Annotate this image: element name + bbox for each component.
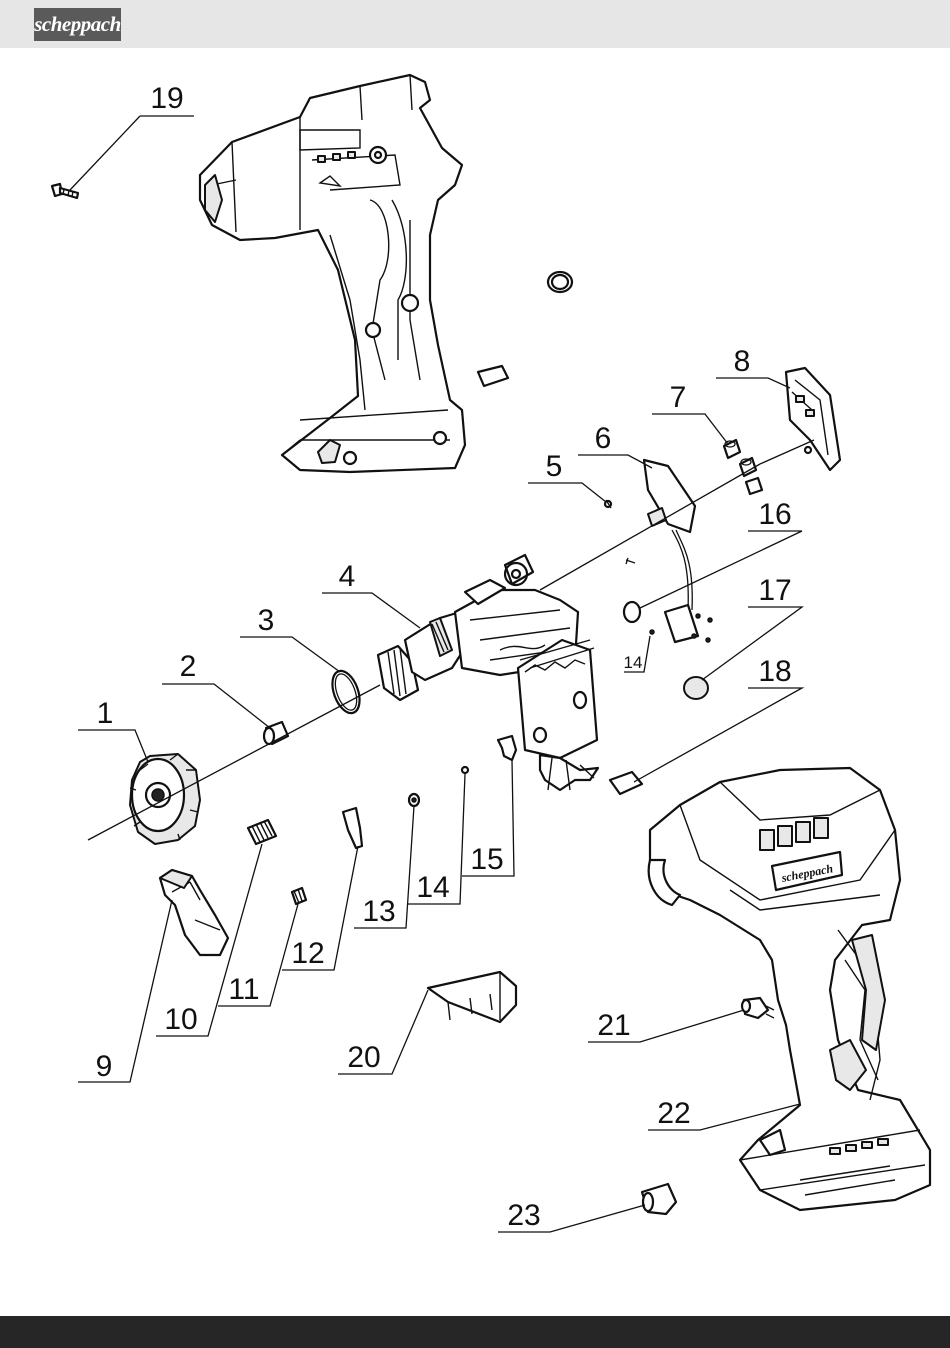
callout-12: 12 [291,937,324,970]
part-10-spring [248,820,276,844]
callout-15: 15 [470,843,503,876]
pad-round-part-inner [552,275,568,289]
callout-2: 2 [180,650,197,683]
callout-14: 14 [416,871,449,904]
part-22-housing-assembled: scheppach [649,768,930,1210]
callout-5: 5 [546,450,563,483]
callout-11: 11 [228,973,259,1006]
callout-14-small: 14 [624,653,643,672]
callout-3: 3 [258,604,275,637]
callout-16: 16 [758,498,791,531]
callout-9: 9 [96,1050,113,1083]
part-21-led [742,998,774,1018]
callout-20: 20 [347,1041,380,1074]
page-footer-bar [0,1316,950,1348]
part-14-screw [462,767,468,773]
pad-rect-part [478,366,508,386]
callout-21: 21 [597,1009,630,1042]
part-20-cover [428,972,516,1022]
part-9-trigger [160,870,228,955]
part-4-motor-assembly [378,555,598,790]
callout-7: 7 [670,381,687,414]
callout-17: 17 [758,574,791,607]
part-18-pad [610,772,642,794]
callout-23: 23 [507,1199,540,1232]
part-7-button-caps [724,440,762,494]
part-17-disc [684,677,708,699]
callout-13: 13 [362,895,395,928]
screw-loose [626,558,635,564]
housing-half-shell [200,75,465,472]
callout-4: 4 [339,560,356,593]
part-11-spring [292,888,306,904]
part-16-ring [624,602,640,622]
callout-1: 1 [97,697,114,730]
callout-19: 19 [150,82,183,115]
callout-8: 8 [734,345,751,378]
part-8-panel-cover [786,368,840,470]
part-12-contact-plate [343,808,362,848]
callout-6: 6 [595,422,612,455]
callout-10: 10 [164,1003,197,1036]
callout-22: 22 [657,1097,690,1130]
part-15-clip [498,736,516,760]
part-23-plug [642,1184,676,1214]
part-6-board [644,460,698,642]
callout-18: 18 [758,655,791,688]
